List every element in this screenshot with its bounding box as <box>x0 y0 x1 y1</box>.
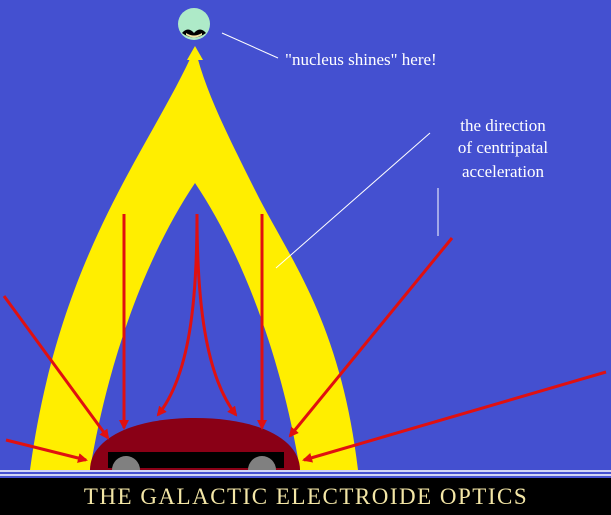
diagram-title: THE GALACTIC ELECTROIDE OPTICS <box>84 484 528 509</box>
light-beam <box>30 48 358 470</box>
nucleus-note: "nucleus shines" here! <box>285 50 437 69</box>
arrow-lower-right <box>302 370 607 463</box>
arrow-far-left <box>2 295 110 440</box>
wheel-left <box>112 456 140 470</box>
arrow-low-left <box>5 438 88 463</box>
nucleus-icon <box>178 8 210 40</box>
nucleus-note-pointer <box>221 32 279 59</box>
acceleration-arrows <box>2 213 607 463</box>
beam-tip-arrow <box>187 46 203 60</box>
electroide-body <box>90 418 300 470</box>
direction-note-line-3: acceleration <box>462 162 545 181</box>
arrow-center-right <box>195 213 238 417</box>
arrow-upper-right <box>288 237 454 438</box>
direction-note-line-2: of centripatal <box>458 138 548 157</box>
wheel-right <box>248 456 276 470</box>
title-bar <box>0 478 611 515</box>
direction-note-pointer <box>275 132 431 269</box>
direction-note-line-1: the direction <box>460 116 546 135</box>
